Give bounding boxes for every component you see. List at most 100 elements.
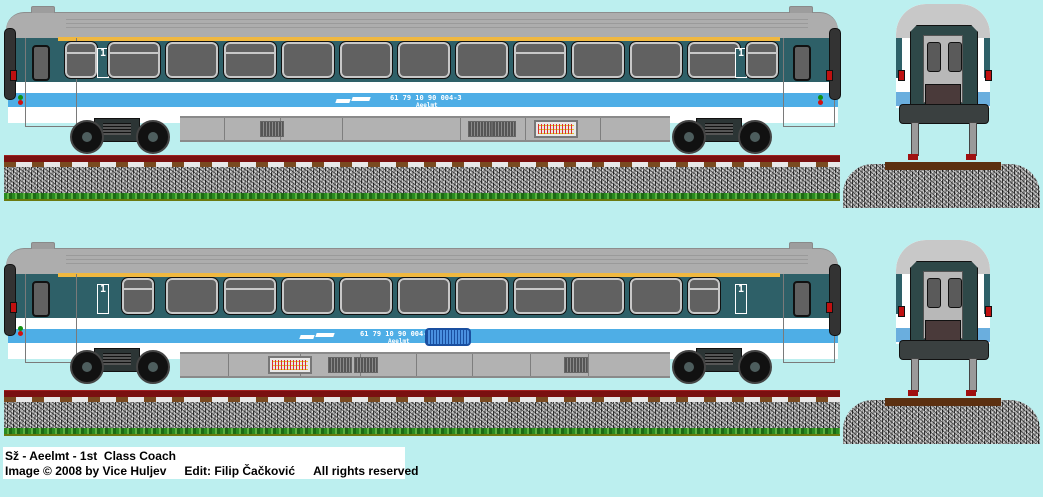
window bbox=[629, 277, 683, 315]
blue-stripe bbox=[8, 329, 838, 343]
white-stripe bbox=[8, 318, 838, 329]
window bbox=[513, 41, 567, 79]
window bbox=[339, 277, 393, 315]
vent-grille bbox=[354, 357, 378, 373]
door-window bbox=[793, 45, 811, 81]
buffer-beam bbox=[899, 340, 989, 360]
track-side-1 bbox=[0, 155, 840, 203]
vent-grille bbox=[328, 357, 352, 373]
tail-lamp-icon bbox=[898, 70, 905, 81]
red-lamp-icon bbox=[18, 331, 23, 336]
door-left bbox=[25, 38, 77, 127]
window bbox=[397, 277, 451, 315]
coach-number: 61 79 10 90 004-3 bbox=[390, 94, 462, 102]
window bbox=[121, 277, 155, 315]
window bbox=[397, 41, 451, 79]
sz-logo-icon bbox=[300, 332, 334, 340]
sleeper bbox=[885, 162, 1001, 170]
window bbox=[281, 41, 335, 79]
ballast bbox=[843, 164, 1040, 208]
info-panel bbox=[268, 356, 312, 374]
first-class-sign: 1 bbox=[735, 284, 747, 314]
info-panel bbox=[534, 120, 578, 138]
bogie bbox=[670, 348, 772, 384]
window bbox=[165, 41, 219, 79]
window bbox=[107, 41, 161, 79]
blue-vent-grille bbox=[425, 328, 471, 346]
window bbox=[64, 41, 98, 79]
tail-lamp-icon bbox=[985, 70, 992, 81]
coach-roof bbox=[6, 12, 838, 39]
window bbox=[687, 277, 721, 315]
roof-vent bbox=[789, 242, 813, 249]
coach-end-view-2 bbox=[843, 236, 1040, 446]
buffer-left bbox=[4, 28, 16, 100]
window bbox=[571, 41, 625, 79]
coach-number: 61 79 10 90 004-3 bbox=[360, 330, 432, 338]
buffer-right bbox=[829, 264, 841, 336]
red-lamp-icon bbox=[818, 100, 823, 105]
green-lamp-icon bbox=[18, 95, 23, 100]
window bbox=[223, 277, 277, 315]
yellow-stripe bbox=[58, 37, 780, 41]
coach-roof bbox=[6, 248, 838, 275]
window bbox=[513, 277, 567, 315]
door-left bbox=[25, 274, 77, 363]
buffer-right bbox=[829, 28, 841, 100]
door-window bbox=[32, 45, 50, 81]
caption-image-credit: Image © 2008 by Vice Huljev bbox=[5, 464, 167, 478]
roof-vent bbox=[31, 242, 55, 249]
tail-lamp-icon bbox=[826, 70, 833, 81]
green-lamp-icon bbox=[18, 326, 23, 331]
tail-lamp-icon bbox=[985, 306, 992, 317]
caption-title: Sž - Aeelmt - 1st Class Coach bbox=[5, 449, 176, 463]
tail-lamp-icon bbox=[898, 306, 905, 317]
blue-stripe bbox=[8, 93, 838, 107]
window bbox=[629, 41, 683, 79]
bogie bbox=[68, 348, 170, 384]
roof-vent bbox=[789, 6, 813, 13]
tail-lamp-icon bbox=[10, 302, 17, 313]
caption-box: Sž - Aeelmt - 1st Class Coach Image © 20… bbox=[3, 447, 418, 479]
bogie bbox=[68, 118, 170, 154]
track-side-2 bbox=[0, 390, 840, 438]
ballast bbox=[843, 400, 1040, 444]
window bbox=[455, 41, 509, 79]
window bbox=[281, 277, 335, 315]
window bbox=[571, 277, 625, 315]
sleeper bbox=[885, 398, 1001, 406]
coach-end-view-1 bbox=[843, 0, 1040, 210]
first-class-sign: 1 bbox=[97, 284, 109, 314]
coach-type-code: Aeelmt bbox=[416, 102, 438, 109]
coach-side-view-1: 1 1 61 79 10 90 004-3 Aeelmt bbox=[0, 0, 841, 160]
door-window bbox=[793, 281, 811, 317]
sz-logo-icon bbox=[336, 96, 370, 104]
tail-lamp-icon bbox=[10, 70, 17, 81]
green-lamp-icon bbox=[818, 95, 823, 100]
vent-grille bbox=[492, 121, 516, 137]
bogie bbox=[670, 118, 772, 154]
door-window bbox=[32, 281, 50, 317]
yellow-stripe bbox=[58, 273, 780, 277]
white-stripe bbox=[8, 82, 838, 93]
window bbox=[339, 41, 393, 79]
window bbox=[165, 277, 219, 315]
red-lamp-icon bbox=[18, 100, 23, 105]
window bbox=[455, 277, 509, 315]
window bbox=[223, 41, 277, 79]
tail-lamp-icon bbox=[826, 302, 833, 313]
caption-rights: All rights reserved bbox=[313, 464, 419, 478]
buffer-beam bbox=[899, 104, 989, 124]
coach-side-view-2: 1 1 61 79 10 90 004-3 Aeelmt bbox=[0, 236, 841, 396]
caption-edit-credit: Edit: Filip Čačković bbox=[184, 464, 296, 478]
vent-grille bbox=[260, 121, 284, 137]
underframe-skirt bbox=[180, 352, 670, 378]
underframe-skirt bbox=[180, 116, 670, 142]
roof-vent bbox=[31, 6, 55, 13]
buffer-left bbox=[4, 264, 16, 336]
window bbox=[745, 41, 779, 79]
window bbox=[687, 41, 741, 79]
coach-type-code: Aeelmt bbox=[388, 338, 410, 345]
vent-grille bbox=[468, 121, 492, 137]
vent-grille bbox=[564, 357, 588, 373]
